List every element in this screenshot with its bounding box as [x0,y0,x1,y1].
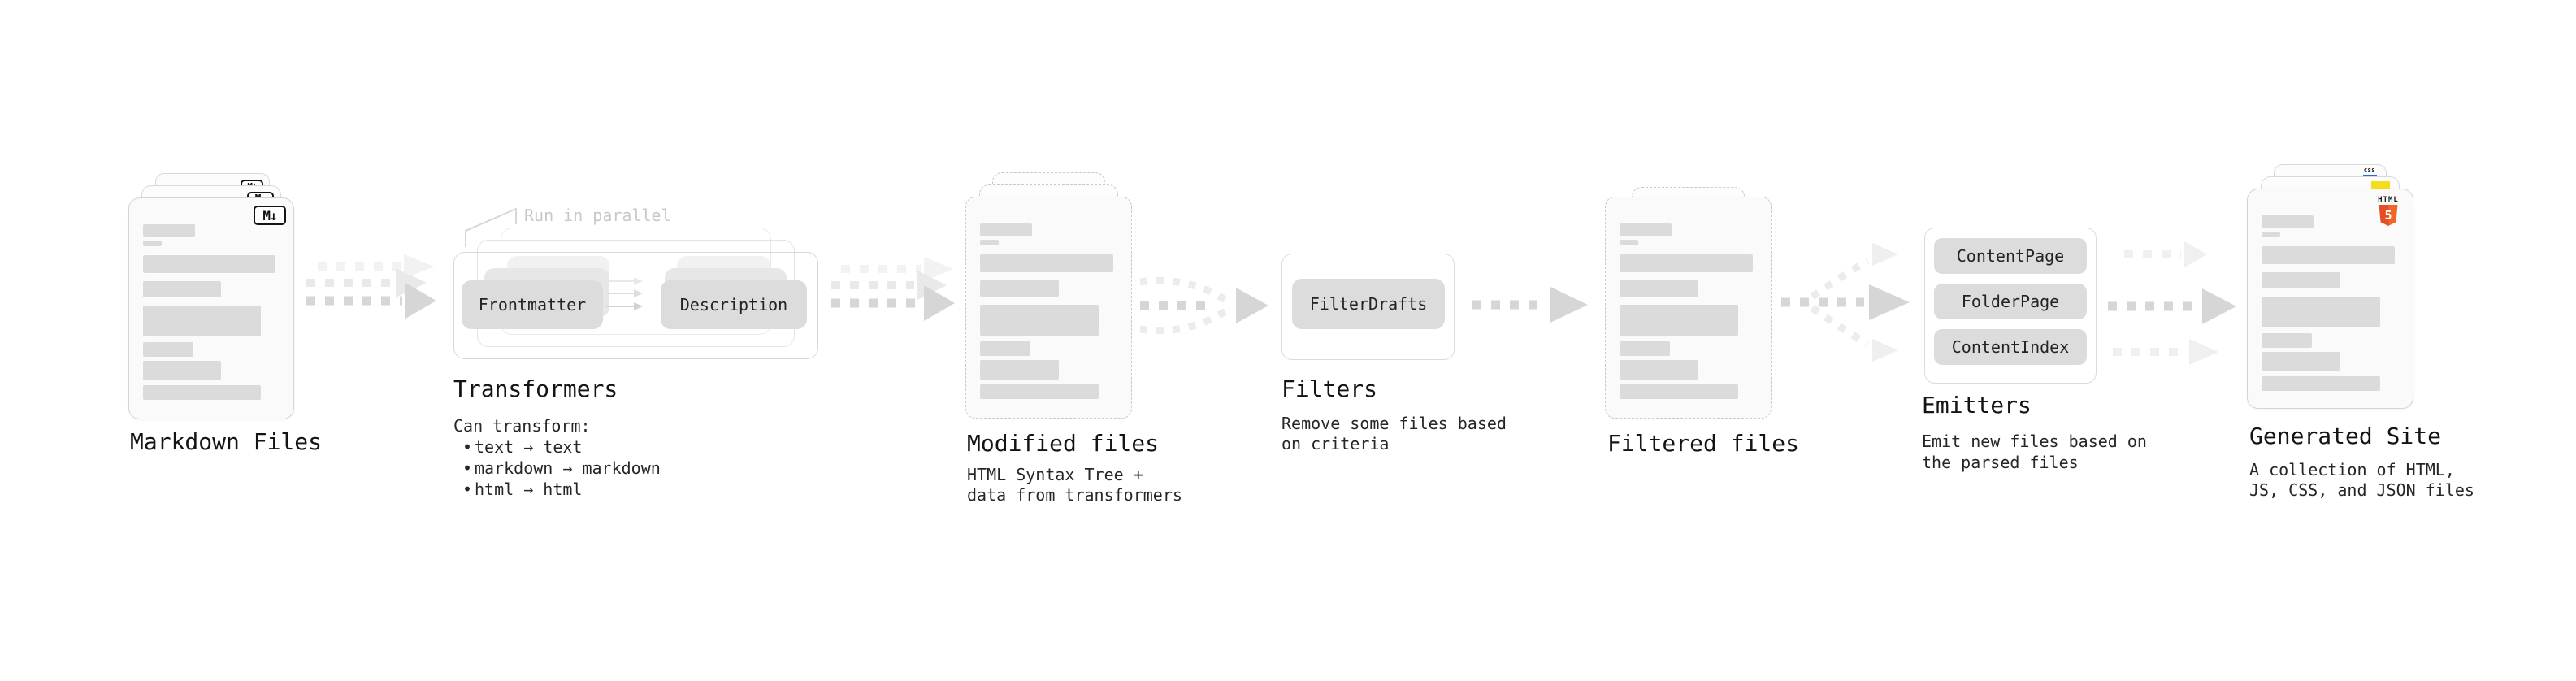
js-icon [2371,181,2390,190]
transform-bullet-2: •markdown → markdown [460,458,661,478]
flow-arrow-filtered-to-emitters [1781,243,1910,362]
contentindex-box: ContentIndex [1934,329,2087,365]
modified-files-desc-2: data from transformers [967,485,1182,505]
file-content-placeholder [143,198,275,419]
modified-files-label: Modified files [967,430,1160,457]
emitters-label: Emitters [1922,392,2032,419]
generated-site-desc-2: JS, CSS, and JSON files [2249,480,2474,500]
transformer-frame-front [453,252,818,359]
bullet-icon: • [462,437,473,457]
contentpage-box: ContentPage [1934,238,2087,274]
transformers-desc-heading: Can transform: [453,416,591,436]
run-in-parallel-label: Run in parallel [524,206,671,225]
filterdrafts-box: FilterDrafts [1292,279,1445,329]
filters-desc-1: Remove some files based [1281,414,1507,433]
bullet-icon: • [462,458,473,478]
flow-arrow-emitters-to-site [2108,241,2236,365]
annotation-leader-line [465,207,517,247]
markdown-icon: M↓ [254,206,286,225]
generated-site-desc-1: A collection of HTML, [2249,460,2455,479]
transformers-label: Transformers [453,375,618,402]
folderpage-box: FolderPage [1934,284,2087,319]
transform-bullet-3: •html → html [460,479,582,499]
transform-bullet-1: •text → text [460,437,582,457]
markdown-files-label: Markdown Files [130,428,323,455]
modified-file-card-front [965,197,1132,419]
filters-label: Filters [1281,375,1378,402]
transform-step-arrows [606,277,643,310]
site-file-card-html: HTML 5 [2247,189,2413,409]
file-content-placeholder [980,197,1113,418]
emitters-desc-1: Emit new files based on [1922,432,2147,451]
flow-arrow-filters-to-filtered [1472,287,1588,323]
markdown-file-card-front: M↓ [128,197,294,419]
flow-arrow-markdown-to-transformers [306,254,436,319]
file-content-placeholder [1620,197,1753,418]
description-box: Description [661,280,807,329]
emitters-desc-2: the parsed files [1922,453,2079,472]
frontmatter-box: Frontmatter [462,280,603,329]
file-content-placeholder [2262,189,2395,408]
generated-site-label: Generated Site [2249,423,2442,449]
html5-icon: HTML 5 [2372,196,2405,226]
modified-files-desc-1: HTML Syntax Tree + [967,465,1143,484]
flow-arrow-transformers-to-modified [831,257,955,321]
filters-desc-2: on criteria [1281,434,1390,453]
filtered-file-card-front [1605,197,1772,419]
bullet-icon: • [462,479,473,499]
flow-arrow-modified-to-filters [1139,276,1268,335]
filtered-files-label: Filtered files [1607,430,1800,457]
